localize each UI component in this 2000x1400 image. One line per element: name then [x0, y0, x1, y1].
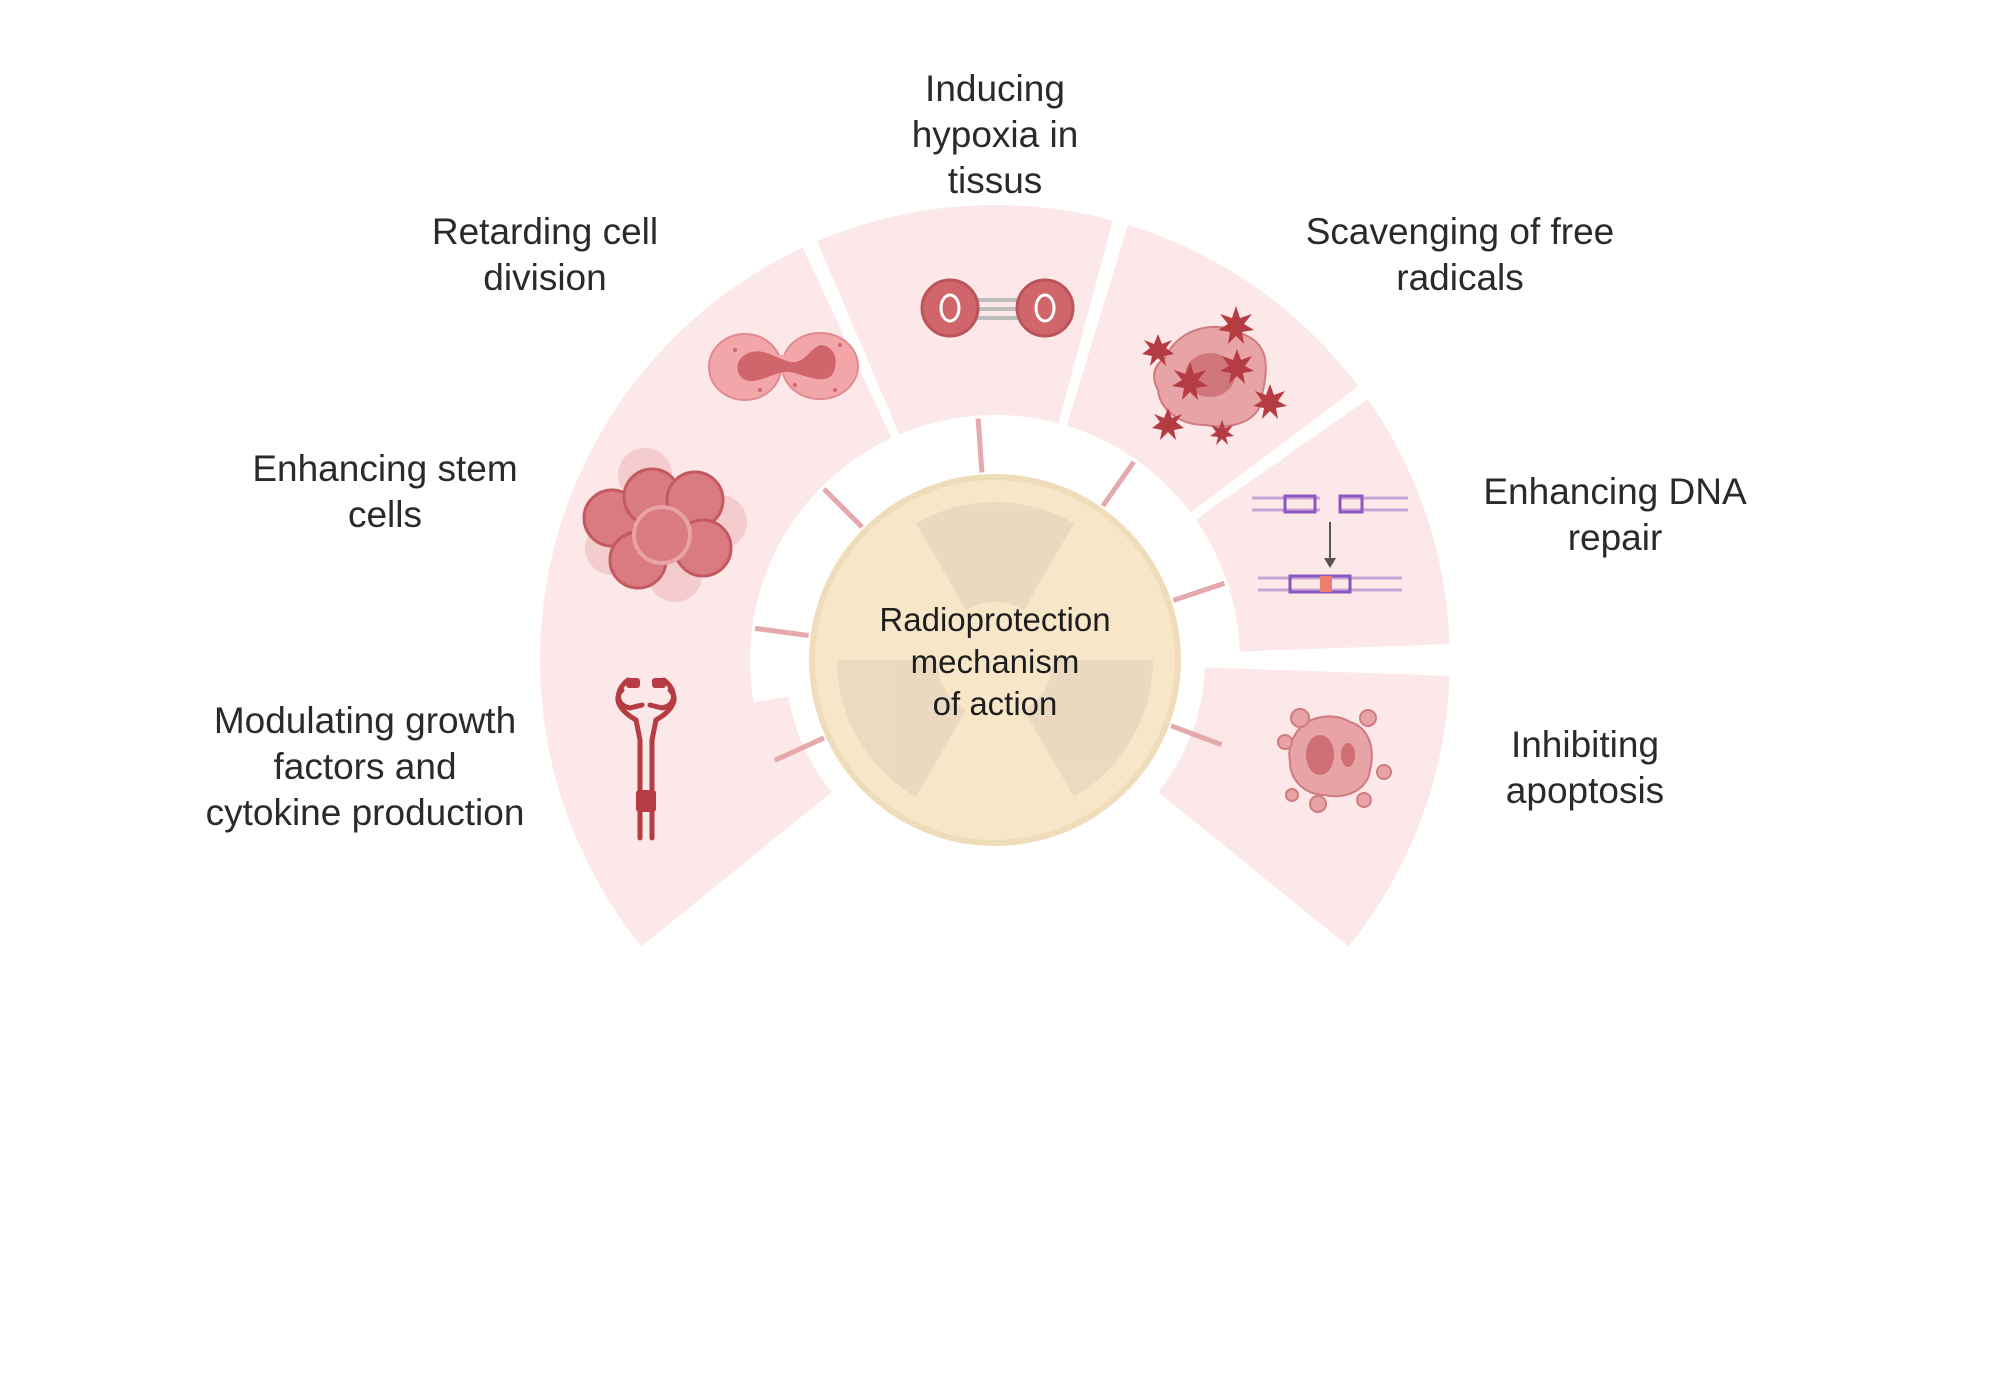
connector-growth-factors	[773, 735, 825, 763]
label-free-radicals: Scavenging of free radicals	[1305, 211, 1615, 298]
connector-hypoxia	[975, 418, 985, 473]
label-hypoxia: Inducing hypoxia in tissus	[911, 68, 1079, 201]
label-cell-division: Retarding cell division	[431, 211, 659, 298]
segment-apoptosis	[1158, 667, 1450, 947]
center-hub	[809, 474, 1181, 846]
dividing-cell-icon	[708, 332, 859, 401]
segment-growth-factors	[546, 696, 832, 947]
connectors	[754, 418, 1226, 763]
segment-dna-repair	[1195, 399, 1450, 652]
radiation-trefoil-icon	[837, 502, 1153, 797]
connector-stem-cells	[754, 625, 809, 638]
center-title: Radioprotection mechanism of action	[879, 601, 1111, 722]
label-stem-cells: Enhancing stem cells	[252, 448, 518, 535]
cell-cluster-icon	[582, 448, 747, 602]
dna-repair-icon	[1252, 494, 1408, 594]
connector-free-radicals	[1100, 460, 1136, 508]
label-dna-repair: Enhancing DNA repair	[1483, 471, 1747, 558]
connector-cell-division	[822, 487, 864, 529]
free-radical-cell-icon	[1142, 306, 1287, 445]
label-apoptosis: Inhibiting apoptosis	[1505, 724, 1665, 811]
connector-apoptosis	[1170, 723, 1223, 748]
apoptotic-cell-icon	[1277, 708, 1392, 813]
connector-dna-repair	[1172, 580, 1226, 603]
receptor-icon	[615, 677, 677, 841]
oxygen-molecule-icon	[920, 278, 1075, 338]
label-growth-factors: Modulating growth factors and cytokine p…	[205, 700, 525, 833]
